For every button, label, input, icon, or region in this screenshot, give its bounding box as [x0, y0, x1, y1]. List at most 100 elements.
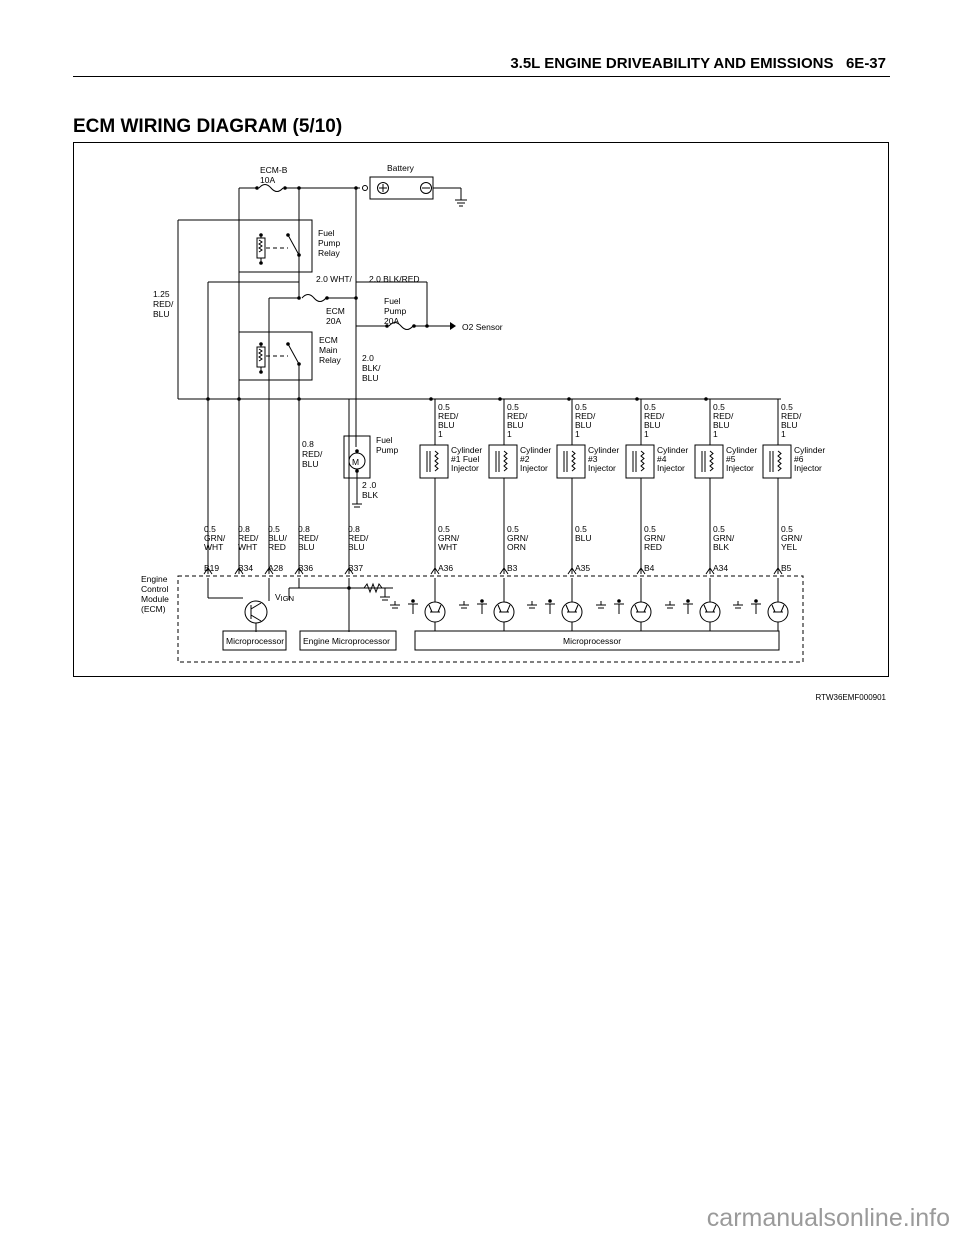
ecm-pin-B37-wire-label: 0.8 — [348, 524, 360, 534]
fuel-pump-fuse-label-3: 20A — [384, 316, 399, 326]
ecm-main-relay-label-3: Relay — [319, 355, 341, 365]
injector-6-wire-label: BLU — [781, 420, 798, 430]
injector-2-out-wire-label: GRN/ — [507, 533, 529, 543]
o2-sensor-label: O2 Sensor — [462, 322, 503, 332]
injector-3-wire-label: BLU — [575, 420, 592, 430]
injector-6-wire-label: 1 — [781, 429, 786, 439]
wire-label-blk-blu-2: BLK/ — [362, 363, 381, 373]
ecm-pin-B34: B34 — [238, 563, 253, 573]
injector-1-out-wire-label: GRN/ — [438, 533, 460, 543]
wire-label-08-3: BLU — [302, 459, 319, 469]
injector-5-pin: A34 — [713, 563, 728, 573]
injector-2-wire-label: RED/ — [507, 411, 528, 421]
injector-4-wire-label: 1 — [644, 429, 649, 439]
ecm-pin-B37-wire-label: BLU — [348, 542, 365, 552]
ecm-pin-B34-wire-label: 0.8 — [238, 524, 250, 534]
ecm-pin-B36-wire-label: BLU — [298, 542, 315, 552]
motor-m: M — [352, 457, 359, 467]
injector-4-wire-label: RED/ — [644, 411, 665, 421]
injector-3-label: #3 — [588, 454, 598, 464]
ecm-b-fuse-symbol — [258, 184, 284, 192]
header-page-number: 6E-37 — [845, 55, 886, 72]
injector-6-pin: B5 — [781, 563, 792, 573]
wire-label-blk20-2: BLK — [362, 490, 378, 500]
ecm-pin-B34-wire-label: WHT — [238, 542, 257, 552]
ecm-pin-A28: A28 — [268, 563, 283, 573]
injector-5-wire-label: RED/ — [713, 411, 734, 421]
page-title: ECM WIRING DIAGRAM (5/10) — [73, 116, 343, 137]
fuel-pump-label-2: Pump — [376, 445, 398, 455]
injector-1-out-wire-label: WHT — [438, 542, 457, 552]
fuel-pump-fuse-label-1: Fuel — [384, 296, 401, 306]
wire-label-125-3: BLU — [153, 309, 170, 319]
injector-4-wire-label: 0.5 — [644, 402, 656, 412]
ecm-transistor-left — [244, 600, 268, 624]
injector-4-out-wire-label: GRN/ — [644, 533, 666, 543]
injector-2-pin: B3 — [507, 563, 518, 573]
wire-label-blk-blu-3: BLU — [362, 373, 379, 383]
ecm-boundary — [177, 575, 804, 663]
fuel-pump-label-1: Fuel — [376, 435, 393, 445]
injector-6-out-wire-label: 0.5 — [781, 524, 793, 534]
ecm-pin-B19-wire-label: GRN/ — [204, 533, 226, 543]
injector-4-box — [625, 444, 655, 479]
wire-label-125-2: RED/ — [153, 299, 174, 309]
injector-4-label: Cylinder — [657, 445, 688, 455]
injector-2-label: #2 — [520, 454, 530, 464]
injector-1-label: Injector — [451, 463, 479, 473]
microprocessor-box-main — [414, 630, 780, 651]
ecm-pin-B36-wire-label: RED/ — [298, 533, 319, 543]
ecm-pin-A28-wire-label: 0.5 — [268, 524, 280, 534]
injector-1-pin: A36 — [438, 563, 453, 573]
injector-3-out-wire-label: BLU — [575, 533, 592, 543]
injector-6-wire-label: RED/ — [781, 411, 802, 421]
ecm-pin-B19: B19 — [204, 563, 219, 573]
ecm-main-relay-box — [238, 331, 313, 381]
watermark: carmanualsonline.info — [706, 1204, 950, 1232]
ecm-label-1: Engine — [141, 574, 168, 584]
wiring-diagram-svg: Battery ECM-B 10A Fuel Pump Relay 1.25 R… — [73, 142, 889, 677]
ecm-label-4: (ECM) — [141, 604, 166, 614]
injector-2-out-wire-label: 0.5 — [507, 524, 519, 534]
ecm-label-2: Control — [141, 584, 169, 594]
ecm-pin-B36-wire-label: 0.8 — [298, 524, 310, 534]
wire-label-125-1: 1.25 — [153, 289, 170, 299]
injector-4-label: #4 — [657, 454, 667, 464]
wire-label-blk-blu-1: 2.0 — [362, 353, 374, 363]
ecm-driver-group — [390, 578, 789, 631]
injector-3-wire-label: RED/ — [575, 411, 596, 421]
injector-1-label: #1 Fuel — [451, 454, 479, 464]
injector-1-label: Cylinder — [451, 445, 482, 455]
ecm-b-fuse-rating: 10A — [260, 175, 275, 185]
fuel-pump-relay-box — [238, 219, 313, 273]
ecm-resistor — [363, 582, 383, 594]
injector-5-label: Injector — [726, 463, 754, 473]
injector-1-wire-label: RED/ — [438, 411, 459, 421]
wire-label-blk20-1: 2 .0 — [362, 480, 376, 490]
injector-3-out-wire-label: 0.5 — [575, 524, 587, 534]
microprocessor-label-main: Microprocessor — [563, 636, 621, 646]
injector-5-label: #5 — [726, 454, 736, 464]
figure-id: RTW36EMF000901 — [815, 693, 886, 702]
injector-3-label: Cylinder — [588, 445, 619, 455]
ecm-pin-B37-wire-label: RED/ — [348, 533, 369, 543]
wiring-diagram: Battery ECM-B 10A Fuel Pump Relay 1.25 R… — [73, 142, 889, 677]
ecm-pin-B19-wire-label: 0.5 — [204, 524, 216, 534]
wire-label-08-2: RED/ — [302, 449, 323, 459]
ecm-pin-B36: B36 — [298, 563, 313, 573]
injector-3-wire-label: 1 — [575, 429, 580, 439]
page-header: 3.5L ENGINE DRIVEABILITY AND EMISSIONS 6… — [0, 55, 886, 72]
ecm-b-fuse-name: ECM-B — [260, 165, 288, 175]
injector-4-label: Injector — [657, 463, 685, 473]
injector-3-box — [556, 444, 586, 479]
injector-5-out-wire-label: BLK — [713, 542, 729, 552]
ecm-pin-B19-wire-label: WHT — [204, 542, 223, 552]
injector-5-label: Cylinder — [726, 445, 757, 455]
fuel-pump-relay-label-3: Relay — [318, 248, 340, 258]
injector-5-wire-label: 1 — [713, 429, 718, 439]
fuel-pump-fuse-label-2: Pump — [384, 306, 406, 316]
injector-4-out-wire-label: RED — [644, 542, 662, 552]
engine-microprocessor-box — [299, 630, 397, 651]
injector-6-label: Cylinder — [794, 445, 825, 455]
header-rule — [73, 76, 890, 77]
